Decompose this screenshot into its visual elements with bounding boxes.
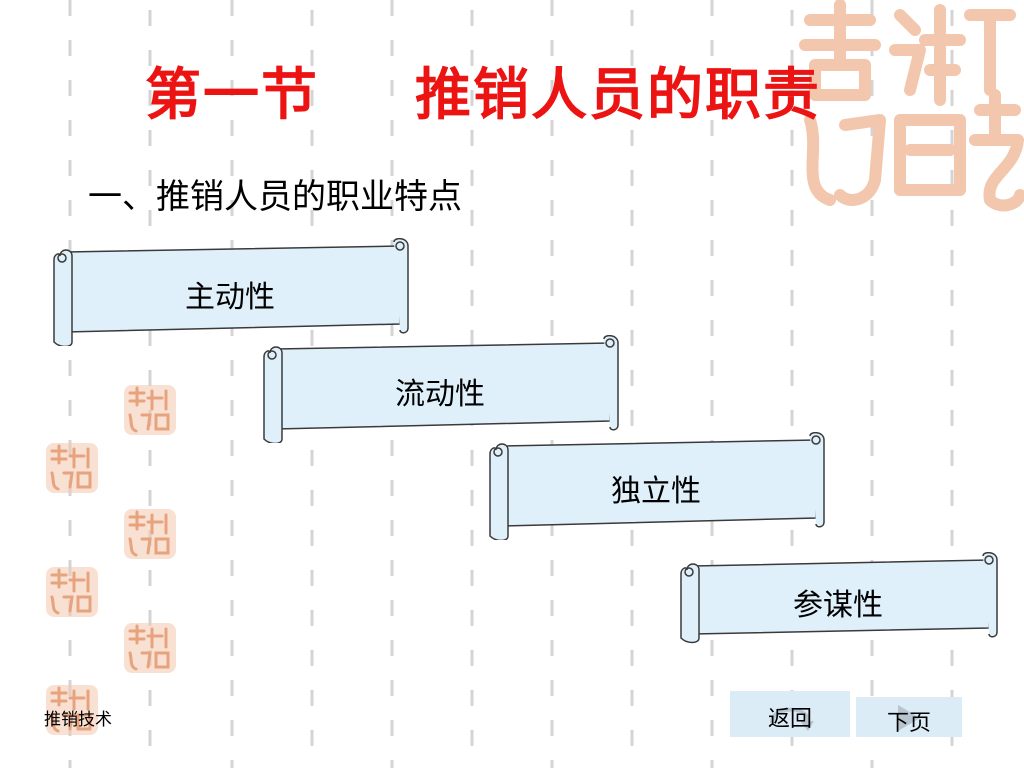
slide-title: 第一节 推销人员的职责 bbox=[145, 58, 821, 134]
trait-label: 流动性 bbox=[395, 377, 485, 412]
footer-course-name: 推销技术 bbox=[44, 710, 112, 730]
play-arrow-icon bbox=[898, 705, 920, 731]
auspicious-seal-icon bbox=[46, 443, 98, 493]
section-heading: 一、推销人员的职业特点 bbox=[88, 177, 462, 217]
auspicious-seal-icon bbox=[124, 623, 176, 673]
back-button[interactable]: 返回 bbox=[730, 691, 850, 737]
trait-label: 独立性 bbox=[611, 474, 701, 509]
scroll-banner: 独立性 bbox=[486, 432, 826, 540]
auspicious-seal-icon bbox=[799, 0, 1024, 212]
title-section: 第一节 bbox=[145, 63, 319, 128]
back-button-label: 返回 bbox=[767, 707, 812, 732]
scroll-banner: 主动性 bbox=[50, 238, 410, 346]
title-topic: 推销人员的职责 bbox=[415, 63, 821, 128]
return-arrow-icon bbox=[770, 707, 814, 731]
scroll-banner: 流动性 bbox=[260, 335, 620, 443]
auspicious-seal-icon bbox=[46, 567, 98, 617]
trait-label: 参谋性 bbox=[793, 588, 883, 623]
trait-label: 主动性 bbox=[185, 280, 275, 315]
auspicious-seal-icon bbox=[124, 385, 176, 435]
auspicious-seal-icon bbox=[46, 685, 98, 735]
next-page-label: 下页 bbox=[886, 711, 931, 736]
next-page-button[interactable]: 下页 bbox=[856, 697, 962, 737]
auspicious-seal-icon bbox=[124, 509, 176, 559]
scroll-banner: 参谋性 bbox=[677, 552, 999, 646]
